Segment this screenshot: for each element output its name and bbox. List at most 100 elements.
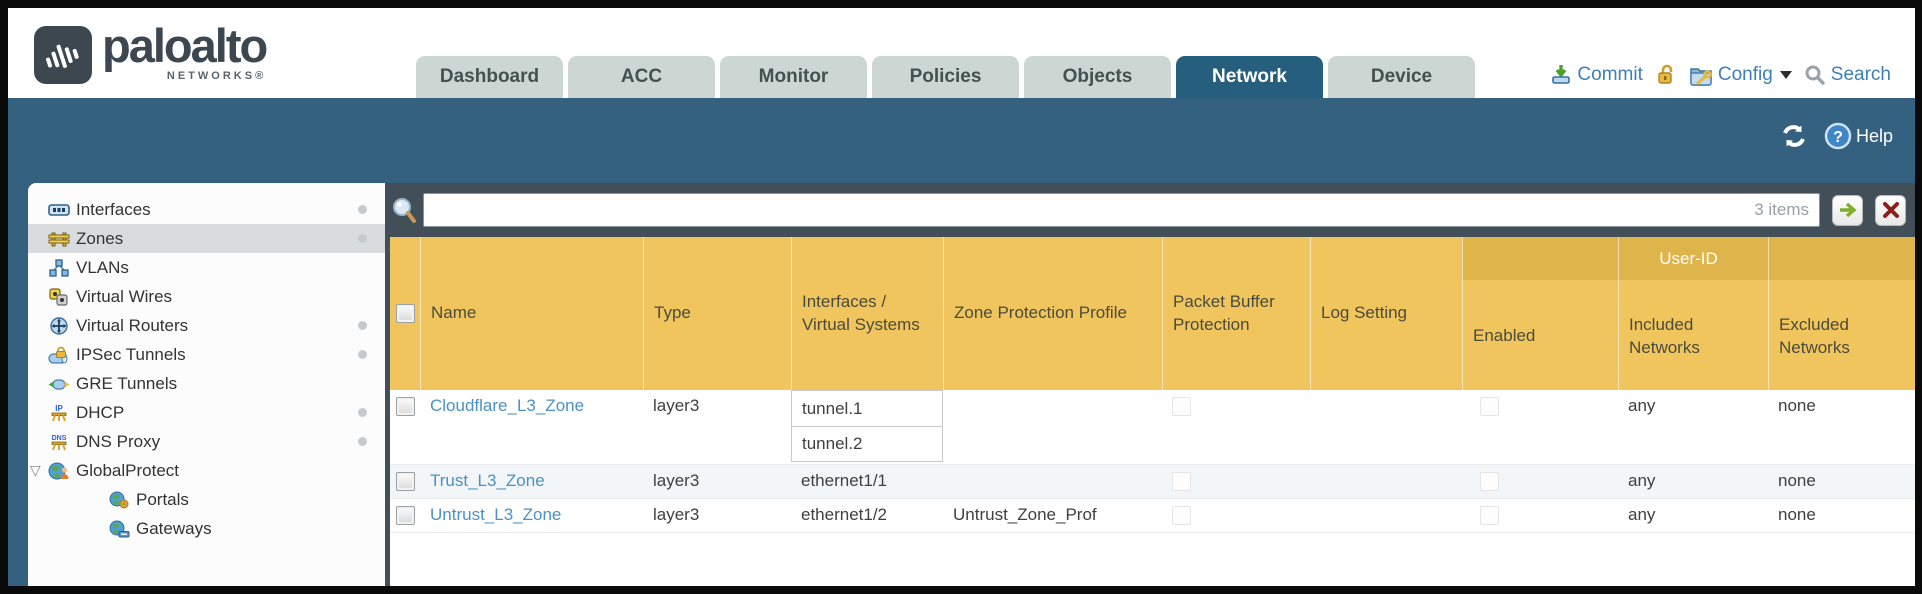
- userid-enabled-checkbox[interactable]: [1480, 397, 1499, 416]
- row-select-cell: [390, 390, 420, 464]
- userid-enabled-cell: [1462, 499, 1618, 532]
- main-panel: 3 items: [385, 183, 1915, 586]
- tab-monitor[interactable]: Monitor: [720, 56, 867, 98]
- filter-toolbar: 3 items: [385, 183, 1915, 237]
- log-setting-cell: [1310, 390, 1462, 464]
- top-actions: Commit: [1550, 64, 1891, 86]
- interfaces-icon: [48, 201, 70, 219]
- zone-protection-profile-cell: [943, 390, 1162, 464]
- expand-triangle-icon[interactable]: ▽: [30, 462, 41, 478]
- column-header-type[interactable]: Type: [643, 237, 791, 390]
- sidebar-item-portals[interactable]: Portals: [28, 485, 385, 514]
- column-header-name[interactable]: Name: [420, 237, 643, 390]
- packet-buffer-protection-checkbox[interactable]: [1172, 472, 1191, 491]
- commit-icon: [1550, 64, 1572, 86]
- select-all-checkbox[interactable]: [395, 304, 415, 323]
- tab-acc[interactable]: ACC: [568, 56, 715, 98]
- interface-entry: tunnel.1: [802, 398, 863, 418]
- row-select-cell: [390, 499, 420, 532]
- zone-name-link[interactable]: Cloudflare_L3_Zone: [430, 396, 585, 415]
- packet-buffer-protection-checkbox[interactable]: [1172, 397, 1191, 416]
- sidebar-item-label: IPSec Tunnels: [76, 344, 186, 364]
- userid-enabled-cell: [1462, 390, 1618, 464]
- tab-device[interactable]: Device: [1328, 56, 1475, 98]
- config-menu[interactable]: Config: [1689, 64, 1792, 86]
- sidebar-item-ipsec-tunnels[interactable]: IPSec Tunnels: [28, 340, 385, 369]
- submit-arrow-icon: [1838, 200, 1858, 220]
- packet-buffer-protection-checkbox[interactable]: [1172, 506, 1191, 525]
- lock-icon[interactable]: [1655, 64, 1677, 86]
- config-icon: [1689, 64, 1713, 86]
- column-header-included-networks[interactable]: Included Networks: [1618, 237, 1768, 390]
- caret-down-icon: [1779, 71, 1792, 79]
- status-dot: [358, 350, 367, 359]
- userid-enabled-checkbox[interactable]: [1480, 506, 1499, 525]
- ipsec-tunnels-icon: [48, 346, 70, 364]
- column-header-zone-protection-profile[interactable]: Zone Protection Profile: [943, 237, 1162, 390]
- sidebar-item-label: Virtual Wires: [76, 286, 173, 306]
- row-checkbox[interactable]: [395, 472, 415, 491]
- status-dot: [358, 205, 367, 214]
- clear-filter-button[interactable]: [1875, 194, 1906, 226]
- status-dot: [358, 437, 367, 446]
- column-header-packet-buffer-protection[interactable]: Packet Buffer Protection: [1162, 237, 1310, 390]
- sidebar-item-label: Zones: [76, 228, 124, 248]
- row-select-cell: [390, 465, 420, 498]
- config-label: Config: [1717, 64, 1773, 85]
- tab-network[interactable]: Network: [1176, 56, 1323, 98]
- help-button[interactable]: ? Help: [1824, 122, 1893, 150]
- column-header-interfaces-virtual-systems[interactable]: Interfaces / Virtual Systems: [791, 237, 943, 390]
- sidebar-item-virtual-routers[interactable]: Virtual Routers: [28, 311, 385, 340]
- virtual-routers-icon: [48, 316, 70, 335]
- row-checkbox[interactable]: [395, 397, 415, 416]
- sidebar-item-interfaces[interactable]: Interfaces: [28, 195, 385, 224]
- filter-input[interactable]: [424, 194, 1755, 226]
- excluded-networks-cell: none: [1778, 471, 1816, 490]
- paloalto-logo: paloalto NETWORKS®: [34, 22, 268, 84]
- tab-dashboard[interactable]: Dashboard: [416, 56, 563, 98]
- sidebar-item-zones[interactable]: Zones: [28, 224, 385, 253]
- zone-name-link[interactable]: Untrust_L3_Zone: [430, 505, 562, 524]
- zone-protection-profile-cell: Untrust_Zone_Prof: [953, 505, 1097, 524]
- apply-filter-button[interactable]: [1832, 194, 1863, 226]
- refresh-icon[interactable]: [1780, 122, 1808, 150]
- sidebar-item-vlans[interactable]: VLANs: [28, 253, 385, 282]
- interfaces-cell: ethernet1/1: [801, 471, 888, 490]
- sidebar-item-label: GlobalProtect: [76, 460, 179, 480]
- tab-objects[interactable]: Objects: [1024, 56, 1171, 98]
- included-networks-cell: any: [1628, 396, 1656, 415]
- commit-button[interactable]: Commit: [1550, 64, 1643, 86]
- sidebar-item-gateways[interactable]: Gateways: [28, 514, 385, 543]
- global-search-button[interactable]: Search: [1804, 64, 1891, 86]
- packet-buffer-protection-cell: [1162, 499, 1310, 532]
- status-dot: [358, 321, 367, 330]
- sidebar-item-globalprotect[interactable]: ▽ GlobalProtect: [28, 456, 385, 485]
- search-icon: [389, 195, 419, 225]
- sidebar-item-gre-tunnels[interactable]: GRE Tunnels: [28, 369, 385, 398]
- column-header-enabled[interactable]: Enabled: [1462, 237, 1618, 390]
- row-checkbox[interactable]: [395, 506, 415, 525]
- portals-icon: [108, 491, 130, 509]
- svg-text:?: ?: [1833, 129, 1843, 146]
- log-setting-cell: [1310, 499, 1462, 532]
- column-header-log-setting[interactable]: Log Setting: [1310, 237, 1462, 390]
- zone-name-link[interactable]: Trust_L3_Zone: [430, 471, 545, 490]
- included-networks-cell: any: [1628, 505, 1656, 524]
- items-count: 3 items: [1754, 200, 1809, 219]
- sidebar-item-virtual-wires[interactable]: Virtual Wires: [28, 282, 385, 311]
- column-header-excluded-networks[interactable]: Excluded Networks: [1768, 237, 1915, 390]
- userid-enabled-checkbox[interactable]: [1480, 472, 1499, 491]
- tab-policies[interactable]: Policies: [872, 56, 1019, 98]
- included-networks-cell: any: [1628, 471, 1656, 490]
